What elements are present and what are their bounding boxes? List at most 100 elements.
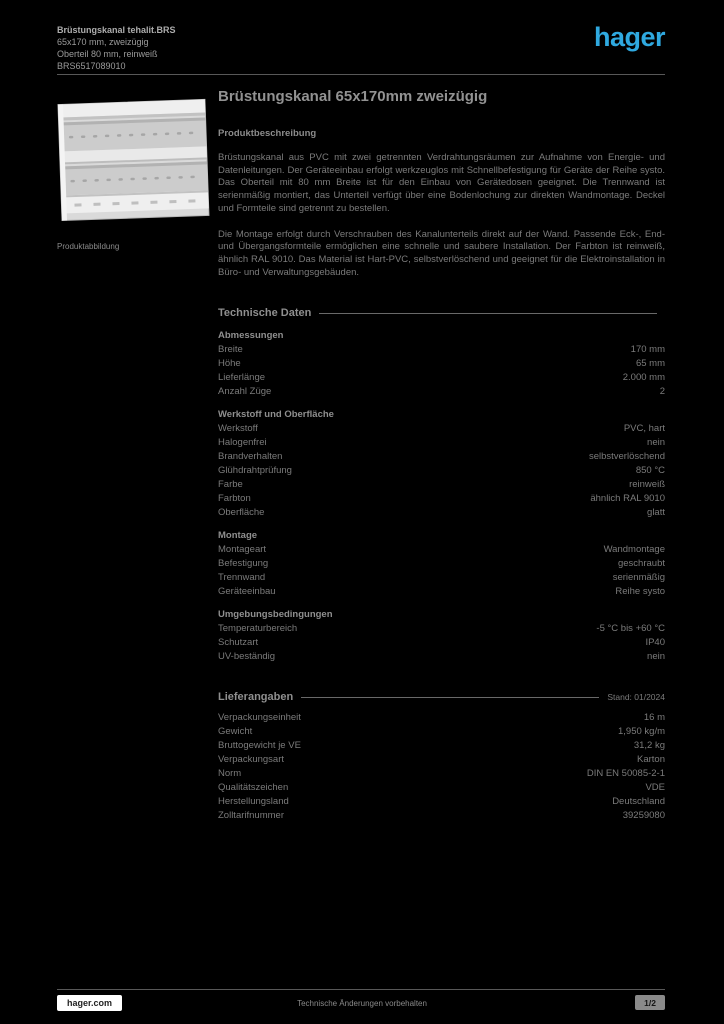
description-heading: Produktbeschreibung [218,128,317,139]
row-value: 1,950 kg/m [618,725,665,737]
table-row: Norm DIN EN 50085-2-1 [218,766,665,780]
row-value: DIN EN 50085-2-1 [586,767,665,779]
table-row: Montageart Wandmontage [218,542,665,556]
product-image [57,86,210,236]
table-row: Höhe 65 mm [218,356,665,370]
table-row: Umgebungsbedingungen [218,607,665,621]
row-label: Anzahl Züge [218,385,272,397]
table-row: Temperaturbereich -5 °C bis +60 °C [218,621,665,635]
table-row: Farbe reinweiß [218,477,665,491]
table-row: Halogenfrei nein [218,435,665,449]
row-label: Oberfläche [218,506,265,518]
row-value: geschraubt [617,557,665,569]
row-value: 2.000 mm [622,371,665,383]
row-value: nein [647,436,665,448]
table-row: Werkstoff und Oberfläche [218,407,665,421]
table-row: Schutzart IP40 [218,635,665,649]
footer-website-link[interactable]: hager.com [57,995,123,1011]
row-label: Trennwand [218,571,266,583]
table-row: Anzahl Züge 2 [218,384,665,398]
row-value: selbstverlöschend [588,450,665,462]
main-content: Brüstungskanal 65x170mm zweizügig Produk… [218,88,665,822]
row-label: Umgebungsbedingungen [218,608,333,620]
section-title: Lieferangaben [218,691,294,704]
row-value: Deutschland [612,795,665,807]
table-row: Farbton ähnlich RAL 9010 [218,491,665,505]
row-label: Lieferlänge [218,371,266,383]
row-value: serienmäßig [612,571,665,583]
row-value: PVC, hart [623,422,665,434]
table-row: Trennwand serienmäßig [218,570,665,584]
table-row: Montage [218,528,665,542]
delivery-data-table: Verpackungseinheit 16 m Gewicht 1,950 kg… [218,710,665,822]
row-label: Montageart [218,543,267,555]
header-divider [57,74,665,75]
row-value: 2 [659,385,665,397]
table-row: Verpackungseinheit 16 m [218,710,665,724]
row-value: 16 m [643,711,665,723]
row-label: Schutzart [218,636,259,648]
section-divider [319,312,657,314]
row-label: Werkstoff und Oberfläche [218,408,334,420]
row-value: -5 °C bis +60 °C [596,622,665,634]
row-value: IP40 [645,636,665,648]
row-value: Wandmontage [603,543,665,555]
table-row: Glühdrahtprüfung 850 °C [218,463,665,477]
row-label: Abmessungen [218,329,284,341]
table-row: Bruttogewicht je VE 31,2 kg [218,738,665,752]
table-row: Befestigung geschraubt [218,556,665,570]
technical-data-table: Abmessungen Breite 170 mm Höhe 65 mm Lie… [218,328,665,663]
footer-note: Technische Änderungen vorbehalten [297,999,427,1008]
section-header-delivery: Lieferangaben Stand: 01/2024 [218,691,665,703]
row-value: 170 mm [630,343,665,355]
product-reference-line: Brüstungskanal tehalit.BRS [57,25,176,35]
row-label: Farbton [218,492,251,504]
row-label: Befestigung [218,557,269,569]
row-label: Glühdrahtprüfung [218,464,292,476]
row-value: VDE [645,781,665,793]
row-label: Herstellungsland [218,795,289,807]
row-label: Farbe [218,478,243,490]
section-right-note: Stand: 01/2024 [607,692,665,703]
row-label: Bruttogewicht je VE [218,739,301,751]
table-row: Brandverhalten selbstverlöschend [218,449,665,463]
row-label: Verpackungseinheit [218,711,301,723]
row-label: Zolltarifnummer [218,809,284,821]
product-reference-line: Oberteil 80 mm, reinweiß [57,49,158,59]
row-value: glatt [647,506,665,518]
product-reference-line: BRS6517089010 [57,61,126,71]
section-divider [301,696,600,698]
table-row: Werkstoff PVC, hart [218,421,665,435]
row-value: 850 °C [635,464,665,476]
trunking-profile-illustration [57,98,210,222]
row-label: Geräteeinbau [218,585,276,597]
row-value: ähnlich RAL 9010 [590,492,665,504]
row-label: Breite [218,343,243,355]
table-row: Lieferlänge 2.000 mm [218,370,665,384]
table-row: Geräteeinbau Reihe systo [218,584,665,598]
row-value: reinweiß [629,478,665,490]
page-title: Brüstungskanal 65x170mm zweizügig [218,88,488,105]
table-row: Abmessungen [218,328,665,342]
table-row: UV-beständig nein [218,649,665,663]
description-paragraph: Brüstungskanal aus PVC mit zwei getrennt… [218,152,665,214]
row-value: nein [647,650,665,662]
row-label: Montage [218,529,258,541]
product-reference-line: 65x170 mm, zweizügig [57,37,149,47]
row-value: 31,2 kg [633,739,665,751]
table-row: Gewicht 1,950 kg/m [218,724,665,738]
row-label: Temperaturbereich [218,622,298,634]
table-row: Oberfläche glatt [218,505,665,519]
row-label: Norm [218,767,242,779]
row-value: 39259080 [622,809,665,821]
row-value: 65 mm [635,357,665,369]
row-label: Gewicht [218,725,253,737]
table-row: Verpackungsart Karton [218,752,665,766]
row-label: Verpackungsart [218,753,285,765]
product-image-caption: Produktabbildung [57,242,120,251]
row-value: Reihe systo [615,585,665,597]
row-label: Qualitätszeichen [218,781,289,793]
footer-divider [57,989,665,990]
description-paragraph: Die Montage erfolgt durch Verschrauben d… [218,228,665,278]
